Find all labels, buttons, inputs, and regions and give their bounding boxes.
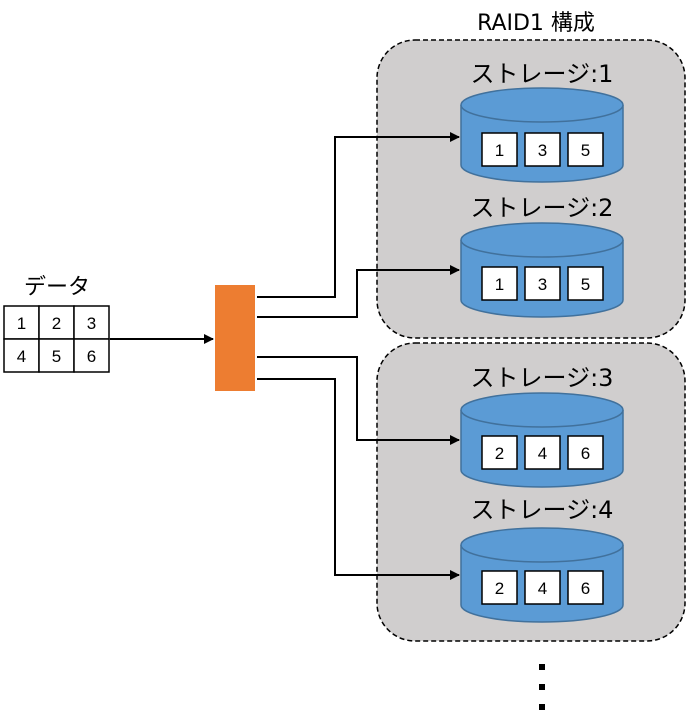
data-cell-text: 5 bbox=[52, 347, 61, 366]
storage-2-block bbox=[481, 266, 518, 301]
arrow-to-storage-4 bbox=[257, 378, 460, 580]
storage-1-block bbox=[524, 132, 561, 167]
storage-1: ストレージ:1 1 3 5 bbox=[460, 60, 624, 183]
storage-3-block bbox=[567, 435, 604, 470]
storage-2-block-text: 5 bbox=[581, 275, 590, 294]
storage-2-block-text: 1 bbox=[495, 275, 504, 294]
storage-1-block-text: 3 bbox=[538, 141, 547, 160]
storage-4-label: ストレージ:4 bbox=[471, 496, 614, 524]
storage-4-block bbox=[524, 570, 561, 605]
data-block-label: データ bbox=[24, 275, 90, 300]
storage-2-cylinder-top bbox=[460, 222, 624, 258]
storage-3: ストレージ:3 2 4 6 bbox=[460, 364, 624, 488]
arrow-to-storage-3 bbox=[257, 356, 460, 445]
storage-4-block-text: 6 bbox=[581, 579, 590, 598]
storage-4-block bbox=[567, 570, 604, 605]
data-cell-text: 6 bbox=[87, 347, 96, 366]
data-cell bbox=[3, 305, 40, 340]
storage-2-label: ストレージ:2 bbox=[471, 194, 614, 222]
storage-1-cylinder-top bbox=[460, 87, 624, 123]
storage-2: ストレージ:2 1 3 5 bbox=[460, 194, 624, 318]
storage-3-block-text: 4 bbox=[538, 444, 547, 463]
data-cell bbox=[3, 338, 40, 373]
data-block: データ 1 2 3 4 5 6 bbox=[3, 275, 110, 373]
storage-4-block-text: 2 bbox=[495, 579, 504, 598]
storage-3-cylinder-top bbox=[460, 392, 624, 428]
data-cell-text: 1 bbox=[17, 314, 26, 333]
storage-3-block-text: 6 bbox=[581, 444, 590, 463]
storage-4: ストレージ:4 2 4 6 bbox=[460, 496, 624, 623]
arrow-to-storage-2 bbox=[257, 265, 460, 318]
data-cell-text: 2 bbox=[52, 314, 61, 333]
storage-3-block bbox=[481, 435, 518, 470]
arrow-to-storage-1 bbox=[257, 132, 460, 298]
storage-2-block bbox=[524, 266, 561, 301]
storage-2-block bbox=[567, 266, 604, 301]
storage-1-block-text: 1 bbox=[495, 141, 504, 160]
storage-4-cylinder-top bbox=[460, 527, 624, 563]
storage-3-block-text: 2 bbox=[495, 444, 504, 463]
continuation-ellipsis-icon bbox=[539, 664, 545, 710]
storage-1-label: ストレージ:1 bbox=[471, 60, 614, 88]
data-cell bbox=[38, 305, 75, 340]
data-cell bbox=[73, 338, 110, 373]
storage-1-block bbox=[481, 132, 518, 167]
storage-4-block bbox=[481, 570, 518, 605]
storage-1-block-text: 5 bbox=[581, 141, 590, 160]
data-cell-text: 4 bbox=[17, 347, 26, 366]
data-cell-text: 3 bbox=[87, 314, 96, 333]
storage-4-block-text: 4 bbox=[538, 579, 547, 598]
raid-group-1-title: RAID1 構成 bbox=[477, 11, 595, 36]
storage-3-label: ストレージ:3 bbox=[471, 364, 614, 392]
raid-controller bbox=[215, 285, 255, 391]
data-cell bbox=[73, 305, 110, 340]
storage-1-block bbox=[567, 132, 604, 167]
storage-2-block-text: 3 bbox=[538, 275, 547, 294]
storage-3-block bbox=[524, 435, 561, 470]
